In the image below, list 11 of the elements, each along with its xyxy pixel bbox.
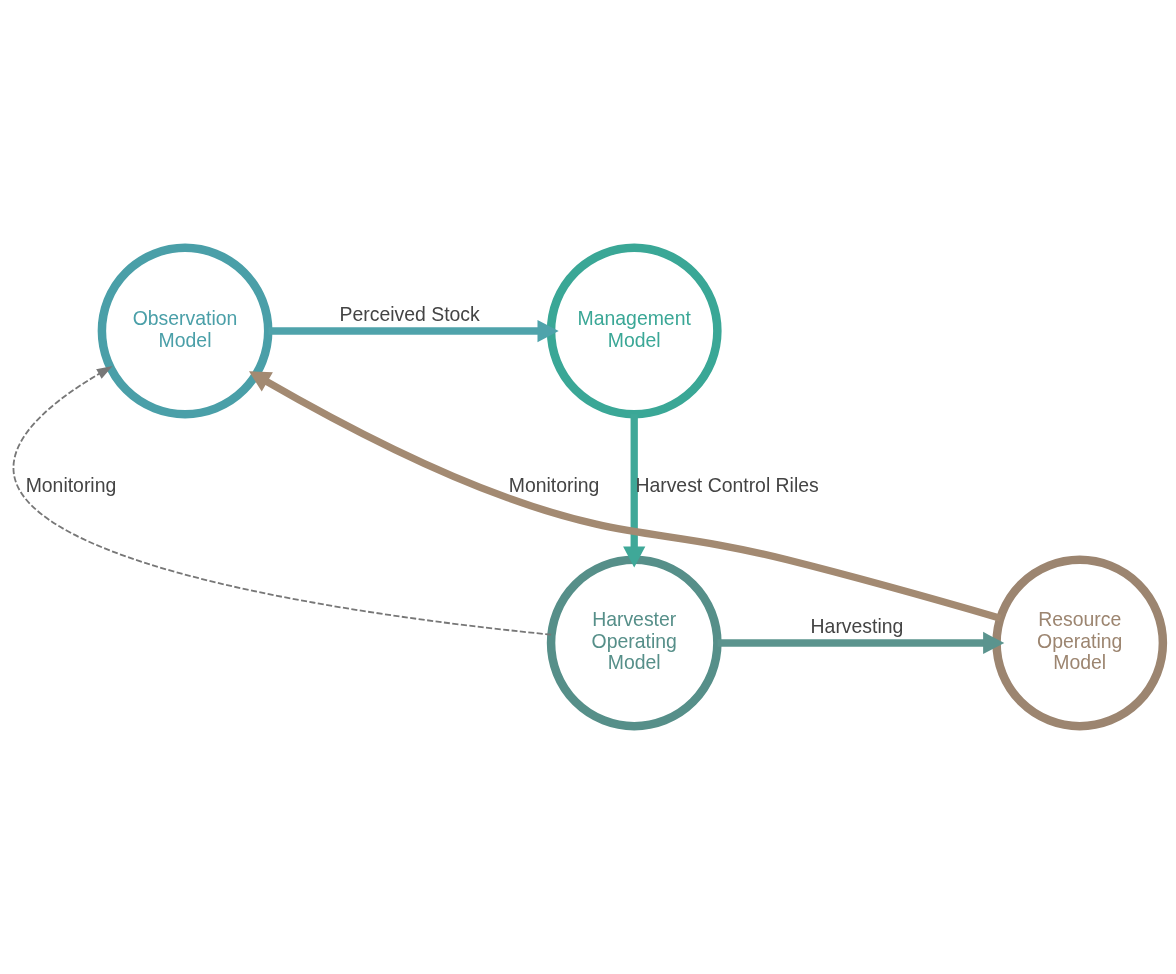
node-circle: Resource Operating Model [992,555,1168,731]
edge-label: Perceived Stock [339,303,480,326]
arrow [249,371,1002,622]
node-circle: Management Model [546,243,722,419]
edge-label: Monitoring [25,473,117,496]
arrow [623,414,646,568]
edge-label: Harvesting [810,615,904,638]
edge-label: Monitoring [508,473,600,496]
node-circle: Harvester Operating Model [546,555,722,731]
arrow [268,319,559,343]
arrow [12,366,553,636]
